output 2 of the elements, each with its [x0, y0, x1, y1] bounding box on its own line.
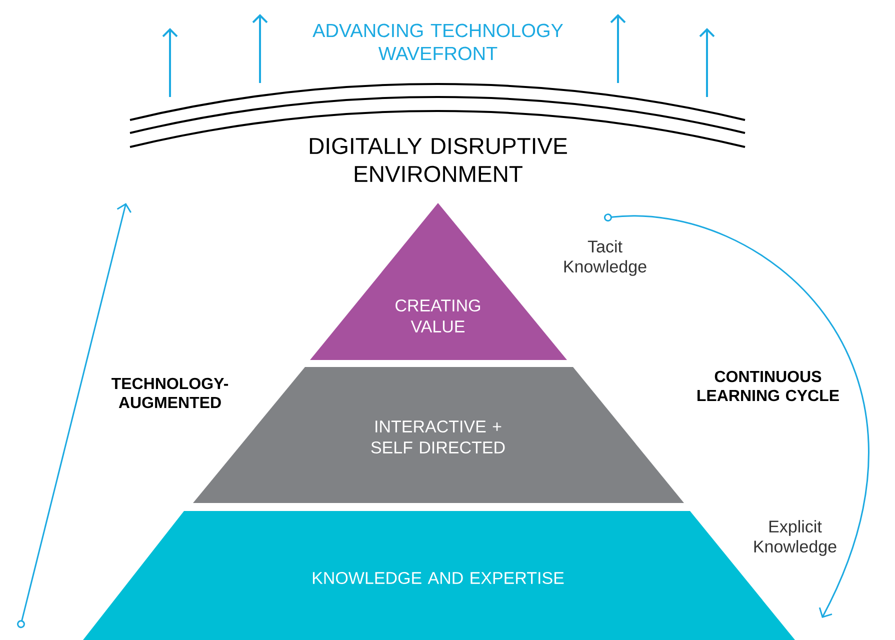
- label-text: ADVANCING TECHNOLOGY WAVEFRONT: [312, 24, 564, 60]
- label-text: Tacit Knowledge: [564, 240, 646, 276]
